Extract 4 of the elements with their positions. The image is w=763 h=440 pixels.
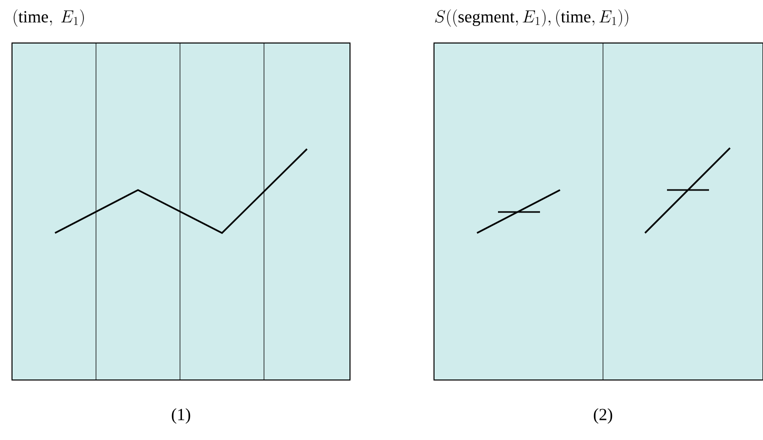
panel-title: $S((\mathrm{segment},E_1),(\mathrm{time},E_1))$ <box>435 9 628 27</box>
panel-number: (1) <box>172 408 190 424</box>
panel-number: (2) <box>594 408 612 424</box>
panel-title: $(\mathrm{time},\ E_1)$ <box>14 9 84 27</box>
